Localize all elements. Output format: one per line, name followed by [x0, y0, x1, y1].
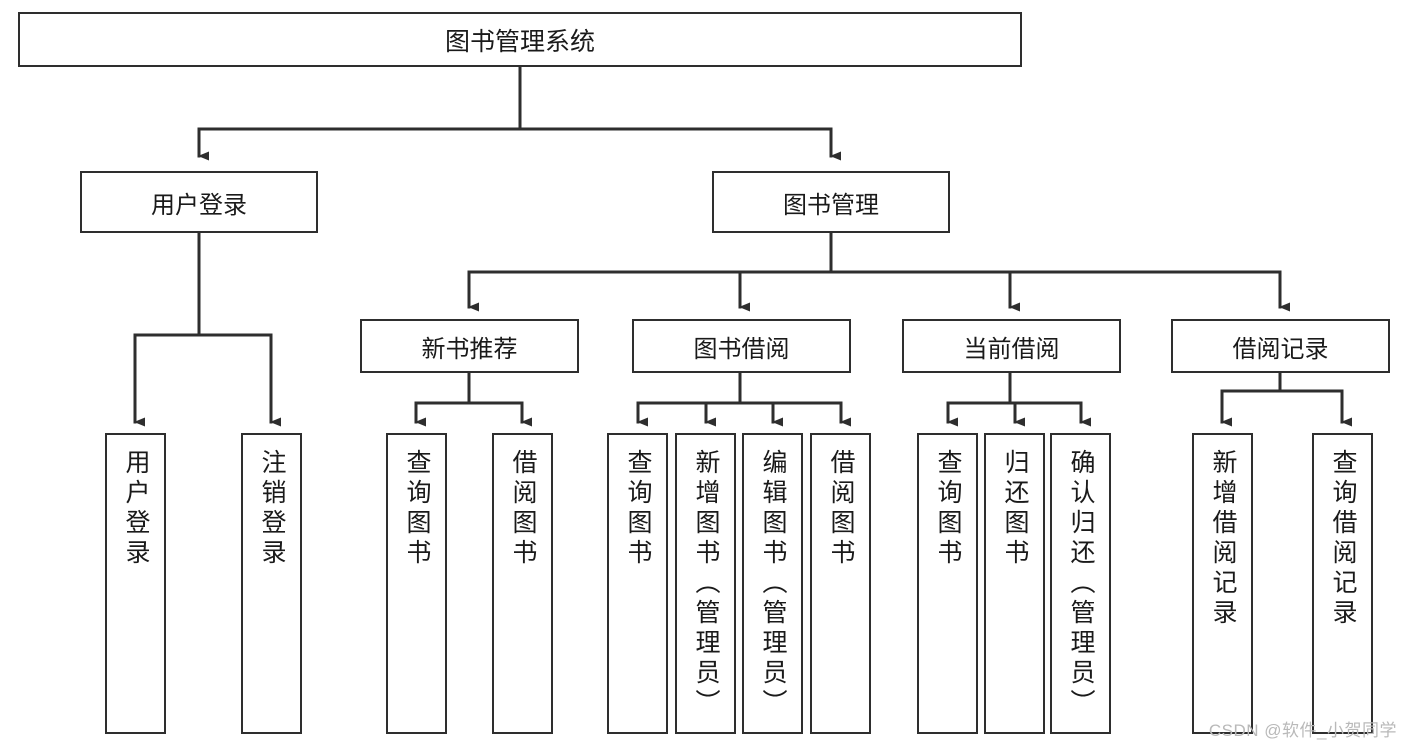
node-borrow-record[interactable]: 借阅记录 — [1171, 319, 1390, 373]
node-leaf-query-book-3[interactable]: 查询图书 — [917, 433, 978, 734]
node-user-login-label: 用户登录 — [151, 191, 247, 219]
node-new-book-recommend-label: 新书推荐 — [421, 335, 518, 363]
node-leaf-return-book-label: 归还图书 — [1001, 449, 1029, 569]
node-root[interactable]: 图书管理系统 — [18, 12, 1022, 67]
node-book-borrow[interactable]: 图书借阅 — [632, 319, 851, 373]
node-leaf-query-book-2-label: 查询图书 — [624, 449, 652, 569]
node-leaf-query-book-1-label: 查询图书 — [403, 449, 431, 569]
node-leaf-query-book-3-label: 查询图书 — [934, 449, 962, 569]
watermark: CSDN @软件_小贺同学 — [1208, 721, 1397, 740]
node-leaf-add-book-label: 新增图书（管理员） — [692, 449, 720, 719]
node-leaf-borrow-book-2-label: 借阅图书 — [827, 449, 855, 569]
node-leaf-confirm-return[interactable]: 确认归还（管理员） — [1050, 433, 1111, 734]
node-leaf-borrow-book-1-label: 借阅图书 — [509, 449, 537, 569]
node-leaf-user-logout-label: 注销登录 — [258, 449, 286, 569]
node-leaf-add-record-label: 新增借阅记录 — [1209, 449, 1237, 629]
node-leaf-borrow-book-1[interactable]: 借阅图书 — [492, 433, 553, 734]
node-leaf-borrow-book-2[interactable]: 借阅图书 — [810, 433, 871, 734]
node-borrow-record-label: 借阅记录 — [1232, 335, 1329, 363]
node-leaf-user-login-label: 用户登录 — [122, 449, 150, 569]
node-root-label: 图书管理系统 — [444, 27, 595, 56]
node-leaf-confirm-return-label: 确认归还（管理员） — [1067, 449, 1095, 719]
node-leaf-query-book-1[interactable]: 查询图书 — [386, 433, 447, 734]
node-book-manage[interactable]: 图书管理 — [712, 171, 950, 233]
node-leaf-query-record-label: 查询借阅记录 — [1329, 449, 1357, 629]
node-book-borrow-label: 图书借阅 — [693, 335, 790, 363]
node-leaf-add-book[interactable]: 新增图书（管理员） — [675, 433, 736, 734]
node-leaf-return-book[interactable]: 归还图书 — [984, 433, 1045, 734]
node-new-book-recommend[interactable]: 新书推荐 — [360, 319, 579, 373]
node-book-manage-label: 图书管理 — [783, 191, 879, 219]
node-leaf-edit-book[interactable]: 编辑图书（管理员） — [742, 433, 803, 734]
node-user-login[interactable]: 用户登录 — [80, 171, 318, 233]
node-leaf-edit-book-label: 编辑图书（管理员） — [759, 449, 787, 719]
node-leaf-query-book-2[interactable]: 查询图书 — [607, 433, 668, 734]
node-current-borrow-label: 当前借阅 — [963, 335, 1060, 363]
node-leaf-user-login[interactable]: 用户登录 — [105, 433, 166, 734]
node-leaf-query-record[interactable]: 查询借阅记录 — [1312, 433, 1373, 734]
node-leaf-user-logout[interactable]: 注销登录 — [241, 433, 302, 734]
node-current-borrow[interactable]: 当前借阅 — [902, 319, 1121, 373]
node-leaf-add-record[interactable]: 新增借阅记录 — [1192, 433, 1253, 734]
